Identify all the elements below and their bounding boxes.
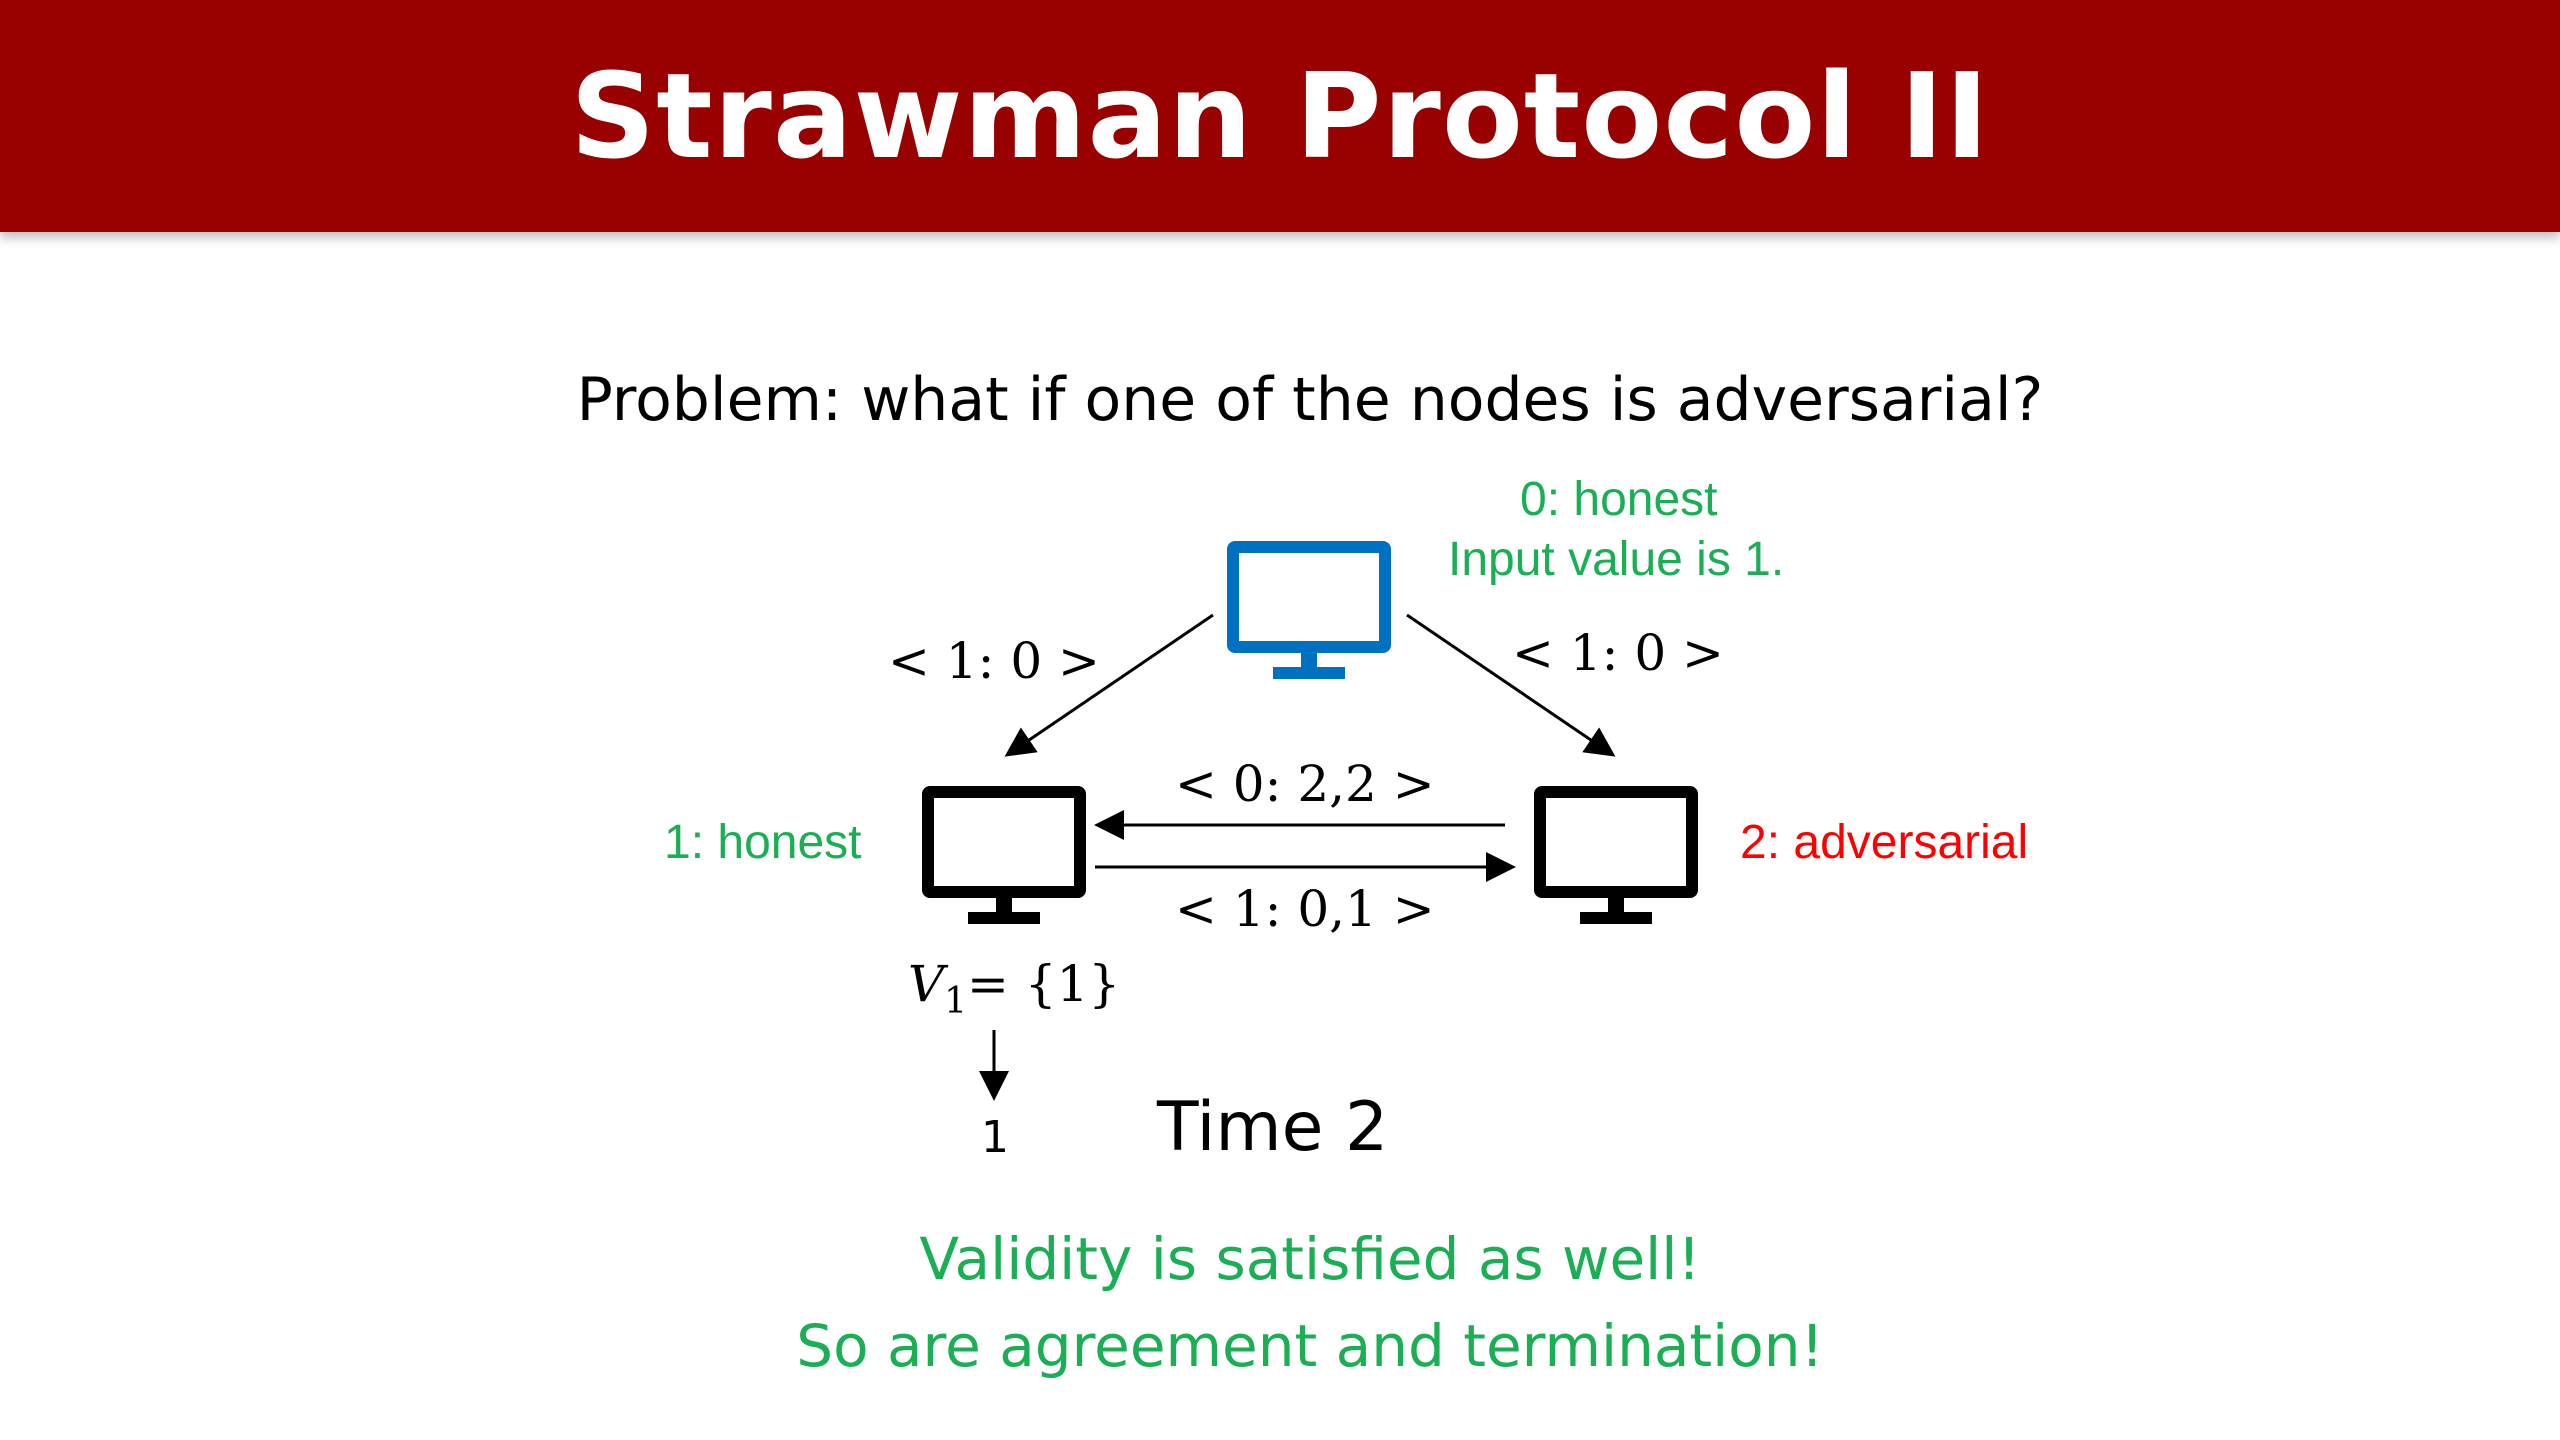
time-label: Time 2 xyxy=(1157,1088,1389,1167)
node-2-monitor-icon xyxy=(1534,786,1698,924)
decision-value: 1 xyxy=(981,1112,1009,1163)
arrow-node0-to-node2 xyxy=(1406,613,1616,757)
problem-statement: Problem: what if one of the nodes is adv… xyxy=(576,365,2044,435)
value-set-subscript: 1 xyxy=(944,981,968,1022)
title-bar: Strawman Protocol II xyxy=(0,0,2560,232)
node-0-label-line1: 0: honest xyxy=(1520,473,1718,526)
slide-title: Strawman Protocol II xyxy=(570,47,1990,185)
conclusion-line-1: Validity is satisfied as well! xyxy=(919,1225,1701,1293)
arrow-node0-to-node1 xyxy=(1004,613,1214,757)
node-1-monitor-icon xyxy=(922,786,1086,924)
message-label-node2-to-node1: < 0: 2,2 > xyxy=(1175,755,1435,813)
node-0-monitor-icon xyxy=(1227,541,1391,679)
value-set-var: V xyxy=(908,955,945,1013)
value-set-contents: = {1} xyxy=(967,955,1121,1013)
conclusion-line-2: So are agreement and termination! xyxy=(796,1312,1824,1380)
message-label-node1-to-node2: < 1: 0,1 > xyxy=(1175,880,1435,938)
message-label-node0-to-node1: < 1: 0 > xyxy=(888,632,1100,690)
node-0-label-line2: Input value is 1. xyxy=(1448,533,1785,586)
value-set: V1= {1} xyxy=(908,955,1120,1022)
node-1-label: 1: honest xyxy=(664,816,862,869)
node-2-label: 2: adversarial xyxy=(1740,816,2029,869)
message-label-node0-to-node2: < 1: 0 > xyxy=(1512,624,1724,682)
